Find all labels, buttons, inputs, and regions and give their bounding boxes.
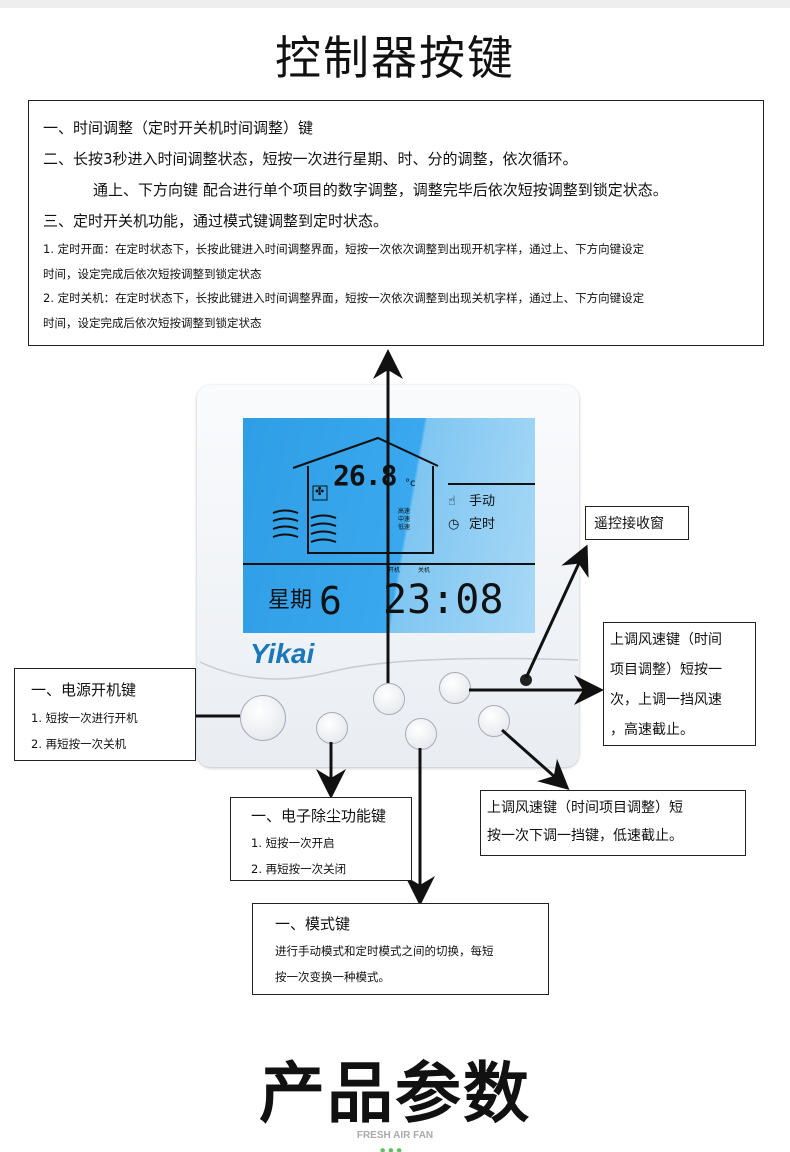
mode-timer: 定时: [469, 517, 496, 532]
line: 上调风速键（时间项目调整）短: [487, 800, 683, 816]
speed-low: 低速: [398, 524, 411, 531]
line: 上调风速键（时间: [610, 632, 722, 648]
line: 1. 短按一次开启: [251, 836, 335, 850]
remote-receiver: [520, 674, 532, 686]
mode-key-callout: 一、模式键 进行手动模式和定时模式之间的切换，每短 按一次变换一种模式。: [252, 903, 549, 995]
line: 1. 短按一次进行开机: [31, 711, 138, 725]
power-button[interactable]: [240, 695, 286, 741]
line: 1. 定时开面：在定时状态下，长按此键进入时间调整界面，短按一次依次调整到出现开…: [43, 242, 645, 256]
mode-manual: 手动: [469, 494, 496, 509]
line: 一、时间调整（定时开关机时间调整）键: [43, 119, 314, 137]
line: 通上、下方向键 配合进行单个项目的数字调整，调整完毕后依次短按调整到锁定状态。: [93, 181, 668, 199]
callout-title: 一、电子除尘功能键: [251, 807, 387, 825]
section-title: 产品参数: [259, 1055, 531, 1132]
line: 按一次下调一挡键，低速截止。: [487, 828, 683, 844]
line: 二、长按3秒进入时间调整状态，短按一次进行星期、时、分的调整，依次循环。: [43, 150, 578, 168]
clock-button[interactable]: [373, 683, 405, 715]
remote-callout: 遥控接收窗: [585, 506, 689, 540]
time-key-description: 一、时间调整（定时开关机时间调整）键 二、长按3秒进入时间调整状态，短按一次进行…: [28, 100, 764, 346]
clock-icon: ◷: [448, 517, 460, 532]
mode-button[interactable]: [405, 718, 437, 750]
time-readout: 23:08: [383, 577, 504, 623]
line: 次，上调一挡风速: [610, 692, 722, 708]
down-key-callout: 上调风速键（时间项目调整）短 按一次下调一挡键，低速截止。: [480, 790, 746, 856]
speed-mid: 中速: [398, 516, 411, 523]
off-label: 关机: [418, 567, 431, 574]
yikai-logo: Yikai: [250, 638, 315, 669]
section-subtitle: FRESH AIR FAN: [356, 1130, 434, 1141]
fan-speed-labels: 高速 中速 低速: [398, 508, 410, 532]
callout-title: 一、模式键: [275, 915, 351, 933]
dust-key-callout: 一、电子除尘功能键 1. 短按一次开启 2. 再短按一次关闭: [230, 797, 412, 881]
weekday-value: 6: [319, 579, 342, 623]
up-key-callout: 上调风速键（时间 项目调整）短按一 次，上调一挡风速 ，高速截止。: [603, 622, 756, 746]
line: 进行手动模式和定时模式之间的切换，每短: [275, 944, 494, 958]
line: ，高速截止。: [610, 722, 694, 738]
power-key-callout: 一、电源开机键 1. 短按一次进行开机 2. 再短按一次关机: [14, 668, 196, 761]
line: 按一次变换一种模式。: [275, 970, 390, 984]
line: 2. 再短按一次关闭: [251, 862, 347, 876]
line: 三、定时开关机功能，通过模式键调整到定时状态。: [43, 212, 389, 230]
line: 时间，设定完成后依次短按调整到锁定状态: [43, 315, 262, 330]
callout-title: 一、电源开机键: [31, 681, 137, 699]
weekday-label: 星期: [268, 588, 313, 613]
page-title: 控制器按键: [275, 31, 515, 85]
line: 2. 定时关机：在定时状态下，长按此键进入时间调整界面，短按一次依次调整到出现关…: [43, 291, 645, 305]
line: 2. 再短按一次关机: [31, 737, 127, 751]
hand-icon: ☝: [448, 494, 456, 509]
fan-icon: ✤: [315, 485, 325, 498]
line: 时间，设定完成后依次短按调整到锁定状态: [43, 266, 262, 281]
remote-label: 遥控接收窗: [594, 516, 664, 532]
up-button[interactable]: [439, 672, 471, 704]
on-label: 开机: [388, 567, 401, 574]
speed-high: 高速: [398, 508, 411, 515]
line: 项目调整）短按一: [610, 662, 722, 678]
dots-decoration: ●●●: [380, 1147, 405, 1152]
top-bar: [0, 0, 790, 8]
temperature-unit: °c: [405, 478, 416, 489]
